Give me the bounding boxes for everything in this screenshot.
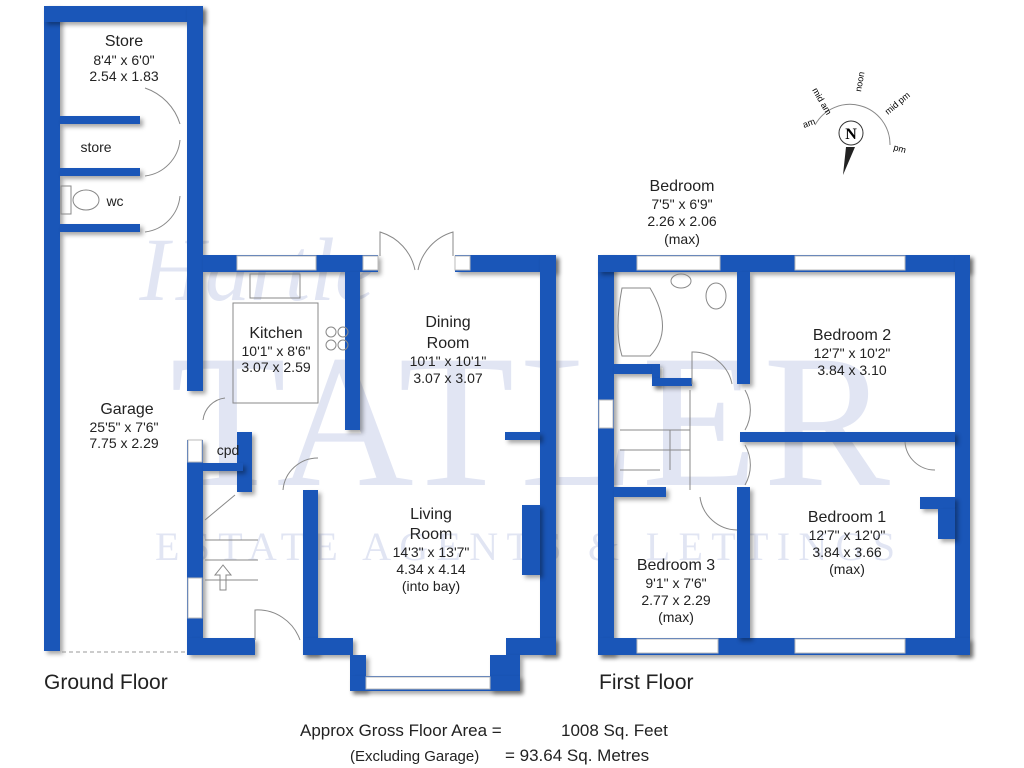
label: 2.54 x 1.83 [89,68,158,84]
label: Bedroom 2 [813,327,891,344]
label: 3.84 x 3.66 [812,544,881,560]
label: 12'7" x 12'0" [809,527,886,543]
label: pm [892,142,907,155]
label: Room [427,335,470,352]
label: 9'1" x 7'6" [645,575,706,591]
label: mid pm [883,90,912,117]
room-bedroom-3: Bedroom 3 9'1" x 7'6" 2.77 x 2.29 (max) [637,557,715,625]
label: 1008 Sq. Feet [561,721,668,740]
label: (max) [664,231,700,247]
room-bedroom-2: Bedroom 2 12'7" x 10'2" 3.84 x 3.10 [813,327,891,378]
label: 25'5" x 7'6" [90,419,159,435]
ground-floor-walls [44,6,556,691]
room-kitchen: Kitchen 10'1" x 8'6" 3.07 x 2.59 [241,325,310,375]
label: 12'7" x 10'2" [814,345,891,361]
label: Bedroom 3 [637,557,715,574]
room-cpd: cpd [217,442,240,458]
label: noon [853,71,866,92]
first-floor-label: First Floor [599,671,694,694]
label: Living [410,506,452,523]
room-bedroom-1: Bedroom 1 12'7" x 12'0" 3.84 x 3.66 (max… [808,509,886,577]
label: (max) [829,561,865,577]
label: (Excluding Garage) [350,748,479,765]
room-store: Store 8'4" x 6'0" 2.54 x 1.83 [89,33,158,84]
watermark: Hartle TATLER ESTATE AGENTS & LETTINGS [139,221,895,569]
floor-area-summary: Approx Gross Floor Area = 1008 Sq. Feet … [300,721,668,765]
label: am [801,116,816,130]
label: 4.34 x 4.14 [396,561,465,577]
label: Dining [425,314,470,331]
room-dining: Dining Room 10'1" x 10'1" 3.07 x 3.07 [410,314,487,386]
label: 10'1" x 8'6" [242,343,311,359]
label: Bedroom 1 [808,509,886,526]
label: 14'3" x 13'7" [393,544,470,560]
label: 7'5" x 6'9" [651,196,712,212]
label: (max) [658,609,694,625]
room-wc: wc [105,193,123,209]
label: 10'1" x 10'1" [410,353,487,369]
label: (into bay) [402,578,460,594]
label: Garage [100,401,153,418]
label: 3.07 x 3.07 [413,370,482,386]
label: TATLER [170,317,890,527]
room-bedroom-bath: Bedroom 7'5" x 6'9" 2.26 x 2.06 (max) [647,178,716,247]
label: = 93.64 Sq. Metres [505,746,649,765]
label: Room [410,526,453,543]
label: 2.77 x 2.29 [641,592,710,608]
compass-sun-path: N am mid am noon mid pm pm [801,71,912,175]
north-indicator: N [845,126,857,143]
label: 7.75 x 2.29 [89,435,158,451]
ground-floor-label: Ground Floor [44,671,168,694]
label: Kitchen [249,325,302,342]
label: 8'4" x 6'0" [93,52,154,68]
label: Store [105,33,143,50]
label: mid am [810,86,833,117]
label: 3.84 x 3.10 [817,362,886,378]
room-living: Living Room 14'3" x 13'7" 4.34 x 4.14 (i… [393,506,470,594]
label: Bedroom [650,178,715,195]
first-floor-walls [598,255,970,655]
label: 2.26 x 2.06 [647,213,716,229]
label: Approx Gross Floor Area = [300,721,502,740]
room-garage: Garage 25'5" x 7'6" 7.75 x 2.29 [89,401,158,451]
label: 3.07 x 2.59 [241,359,310,375]
room-store-small: store [80,139,111,155]
